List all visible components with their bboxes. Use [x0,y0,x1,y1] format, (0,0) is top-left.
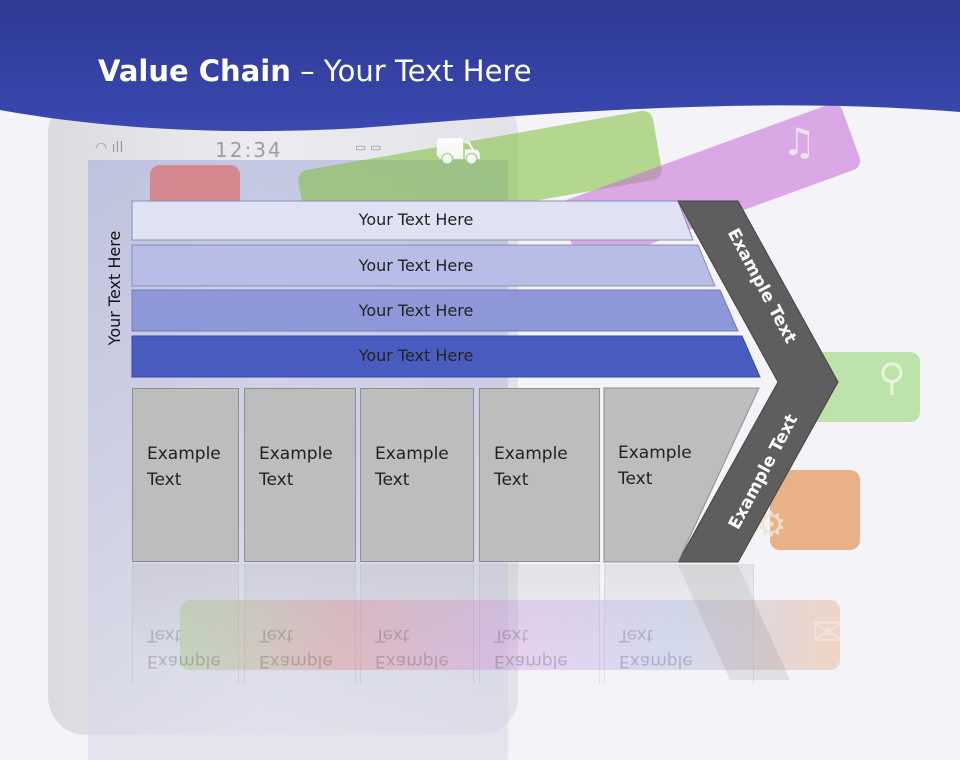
title-rest: – Your Text Here [290,54,532,88]
battery-icon: ▭ ▭ [355,140,382,154]
chevron-reflection [678,565,790,680]
page-title: Value Chain – Your Text Here [98,54,532,88]
box-line-1: Example [147,444,221,464]
support-bar-1 [131,200,694,241]
box-line-2: Text [375,470,410,490]
box-line-1: Example [618,443,692,463]
support-bar-label-3: Your Text Here [132,291,700,331]
margin-chevron [677,200,839,563]
support-bar-2 [131,244,716,287]
title-bold: Value Chain [98,54,291,88]
background-app-bar-reflection [180,600,840,670]
value-chain-diagram [131,200,839,680]
wifi-icon: ◠ ıll [95,140,124,156]
support-bar-text: Your Text Here [358,209,474,229]
background-app-bar-orange [770,470,860,550]
support-bar-3 [131,289,739,332]
support-bar-4 [131,335,761,378]
mail-icon: ✉ [812,610,844,654]
music-note-icon: ♫ [782,120,817,164]
box-line-1: Example [494,444,568,464]
support-bar-label-1: Your Text Here [132,200,700,240]
box-line-1: Example [259,444,333,464]
background-phone-status-bar: ◠ ıll 12:34 ▭ ▭ [95,138,475,162]
header-banner [0,0,960,132]
support-bar-text: Your Text Here [358,345,474,365]
support-bar-label-2: Your Text Here [132,246,700,286]
support-bar-label-4: Your Text Here [132,336,700,376]
box-line-2: Text [494,470,529,490]
support-bar-text: Your Text Here [358,255,474,275]
support-bar-text: Your Text Here [358,300,474,320]
box-line-1: Example [375,444,449,464]
map-pin-icon: ⚲ [878,355,906,399]
box-line-2: Text [259,470,294,490]
box-line-2: Text [618,469,653,489]
shopping-cart-icon: ⛟ [434,128,482,172]
box-line-2: Text [147,470,182,490]
phone-clock: 12:34 [215,138,283,162]
primary-activity-5-shape [603,387,760,563]
